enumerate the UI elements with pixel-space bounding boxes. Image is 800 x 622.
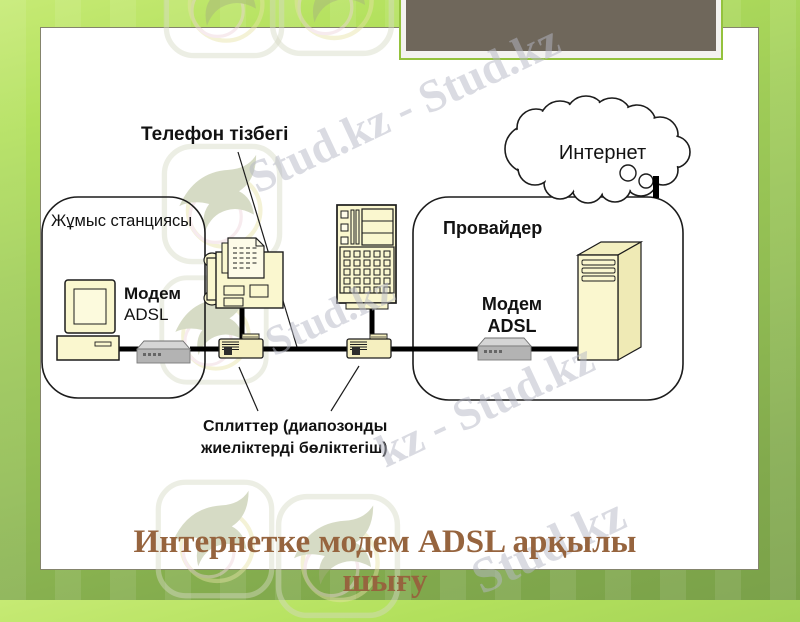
cloud-link-stub bbox=[653, 176, 659, 198]
workstation-adsl-label: ADSL bbox=[124, 305, 169, 324]
fax-phone-icon bbox=[203, 237, 284, 309]
cloud-swirl bbox=[619, 164, 654, 189]
phone-line-label: Телефон тізбегі bbox=[141, 124, 289, 145]
pbx-switch-icon bbox=[336, 204, 397, 310]
slide-top-banner bbox=[399, 0, 723, 60]
workstation-modem-label: Модем bbox=[124, 284, 181, 303]
provider-box bbox=[412, 196, 684, 401]
slide-title: Интернетке модем ADSL арқылы шығу bbox=[25, 523, 745, 601]
splitter-icon-right bbox=[346, 333, 392, 359]
provider-modem-label: Модем bbox=[481, 294, 543, 314]
workstation-label: Жұмыс станциясы bbox=[51, 212, 193, 230]
splitter-caption-line1: Сплиттер (диапозонды bbox=[203, 418, 388, 435]
splitter-caption-line2: жиеліктерді бөліктегіш) bbox=[201, 440, 388, 457]
server-tower-icon bbox=[575, 240, 644, 362]
adsl-modem-icon-workstation bbox=[136, 340, 191, 364]
network-diagram bbox=[41, 95, 691, 412]
internet-cloud bbox=[504, 95, 691, 204]
slide-title-line2: шығу bbox=[342, 563, 428, 599]
provider-adsl-label: ADSL bbox=[487, 316, 537, 336]
slide-top-banner-fill bbox=[406, 0, 716, 51]
adsl-modem-icon-provider bbox=[477, 337, 532, 361]
desktop-computer-icon bbox=[56, 279, 120, 361]
provider-label: Провайдер bbox=[443, 218, 543, 238]
internet-label: Интернет bbox=[558, 142, 647, 164]
slide-title-line1: Интернетке модем ADSL арқылы bbox=[133, 524, 637, 560]
